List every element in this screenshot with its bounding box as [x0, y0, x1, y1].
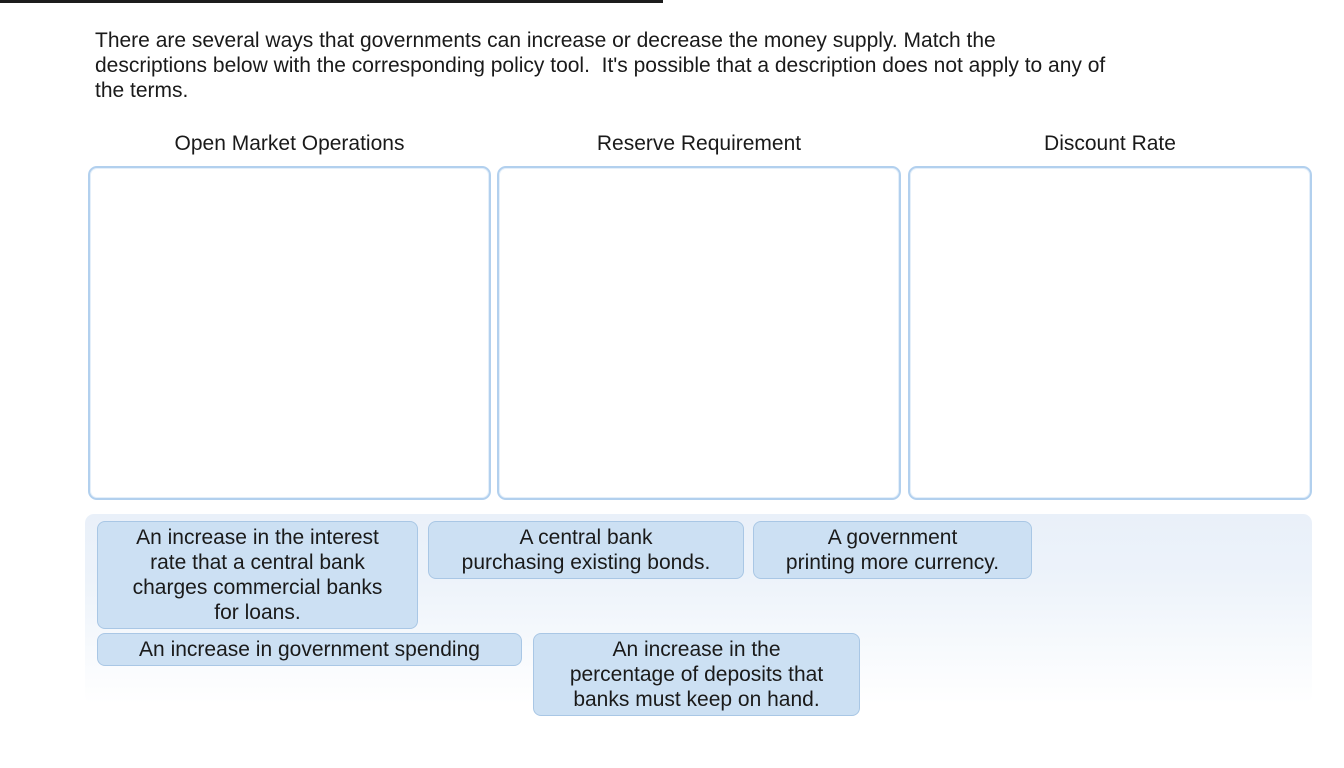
column-header-discount-rate: Discount Rate — [1044, 132, 1176, 155]
card-interest-rate-central-bank-loans[interactable]: An increase in the interest rate that a … — [97, 521, 418, 629]
card-printing-more-currency[interactable]: A government printing more currency. — [753, 521, 1032, 579]
card-government-spending-increase[interactable]: An increase in government spending — [97, 633, 522, 666]
column-header-reserve-requirement: Reserve Requirement — [596, 132, 802, 155]
dropzone-discount-rate[interactable] — [908, 166, 1312, 500]
exercise-instructions: There are several ways that governments … — [95, 29, 1106, 102]
dropzone-open-market-operations[interactable] — [88, 166, 491, 500]
dropzone-reserve-requirement[interactable] — [497, 166, 901, 500]
card-purchasing-existing-bonds[interactable]: A central bank purchasing existing bonds… — [428, 521, 744, 579]
window-edge-artifact — [0, 0, 663, 3]
card-deposit-percentage-increase[interactable]: An increase in the percentage of deposit… — [533, 633, 860, 716]
column-header-open-market-operations: Open Market Operations — [174, 132, 405, 155]
